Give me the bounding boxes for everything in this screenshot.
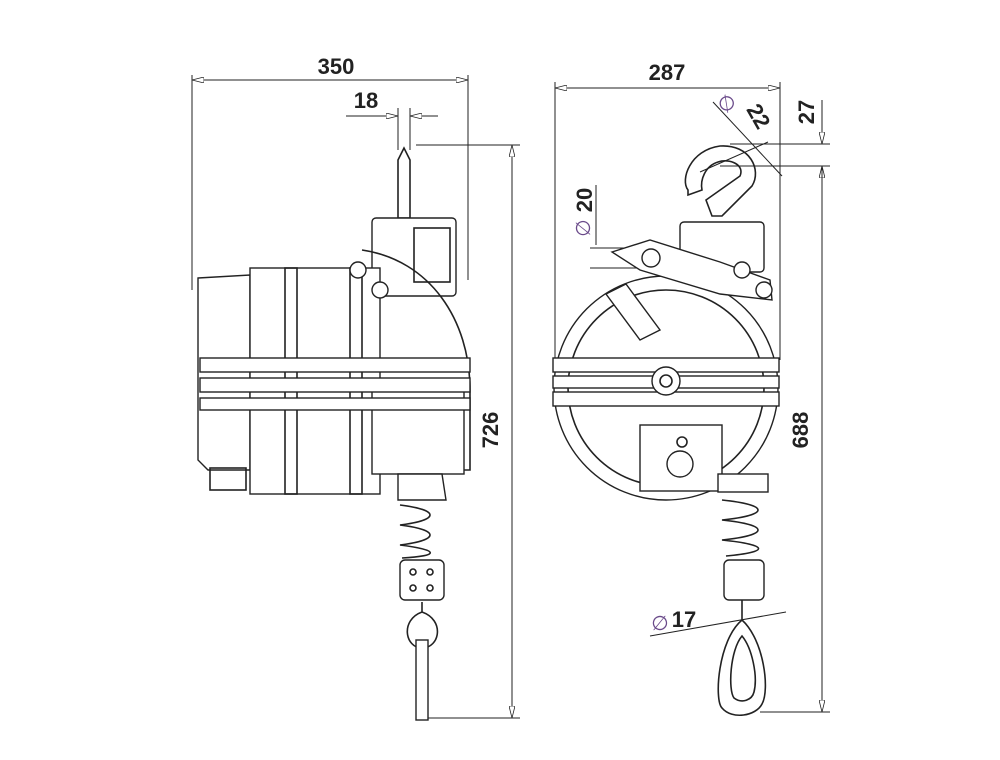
- height-label: 688: [788, 412, 813, 449]
- diameter-symbol: ∅: [714, 90, 742, 118]
- diameter-symbol: ∅: [573, 219, 595, 236]
- front-view: 287 ∅ 22 27 ∅ 20 688: [552, 60, 830, 716]
- dimension-hook-offset-27: 27: [720, 100, 830, 186]
- balancer-side-body: [197, 146, 471, 721]
- dimension-width-287: 287: [554, 60, 781, 360]
- bottom-hook-diameter-label: 17: [672, 607, 696, 632]
- dimension-hook-width-18: 18: [346, 88, 438, 150]
- width-label: 287: [649, 60, 686, 85]
- dimension-hook-diameter-22: ∅ 22: [699, 90, 783, 177]
- diameter-symbol: ∅: [651, 613, 668, 635]
- hook-width-label: 18: [354, 88, 378, 113]
- balancer-front-body: [552, 145, 780, 716]
- height-label: 726: [478, 412, 503, 449]
- width-label: 350: [318, 54, 355, 79]
- hook-offset-label: 27: [794, 100, 819, 124]
- dimension-width-350: 350: [191, 54, 469, 290]
- dimension-height-726: 726: [416, 144, 520, 719]
- hook-diameter-label: 22: [742, 99, 776, 133]
- top-hole-diameter-label: 20: [572, 188, 597, 212]
- dimension-bottom-hook-diameter-17: ∅ 17: [649, 607, 787, 637]
- side-view: 350 18 726: [191, 54, 520, 721]
- dimension-height-688: 688: [760, 166, 830, 713]
